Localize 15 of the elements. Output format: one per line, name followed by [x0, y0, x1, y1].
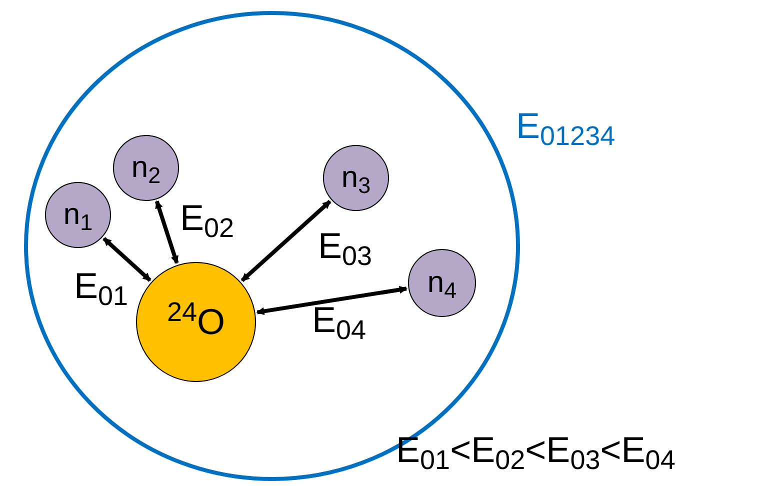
neutron-label: n$_{1}$	[63, 200, 93, 230]
nucleus-label: $^{24}$O	[166, 304, 226, 340]
neutron-label: n$_{2}$	[131, 153, 161, 183]
edge-label: E$_{01}$	[74, 268, 128, 304]
energy-label: E$_{01234}$	[516, 108, 616, 144]
neutron-label: n$_{4}$	[427, 268, 457, 298]
edge-label: E$_{02}$	[180, 200, 234, 236]
double-arrow	[102, 237, 152, 282]
double-arrow	[154, 200, 179, 264]
inequality-note: E$_{01}$<E$_{02}$<E$_{03}$<E$_{04}$	[396, 432, 676, 468]
neutron-label: n$_{3}$	[341, 163, 371, 193]
edge-label: E$_{04}$	[312, 302, 366, 338]
double-arrow	[240, 200, 332, 282]
edge-label: E$_{03}$	[318, 228, 372, 264]
double-arrow	[256, 286, 408, 316]
